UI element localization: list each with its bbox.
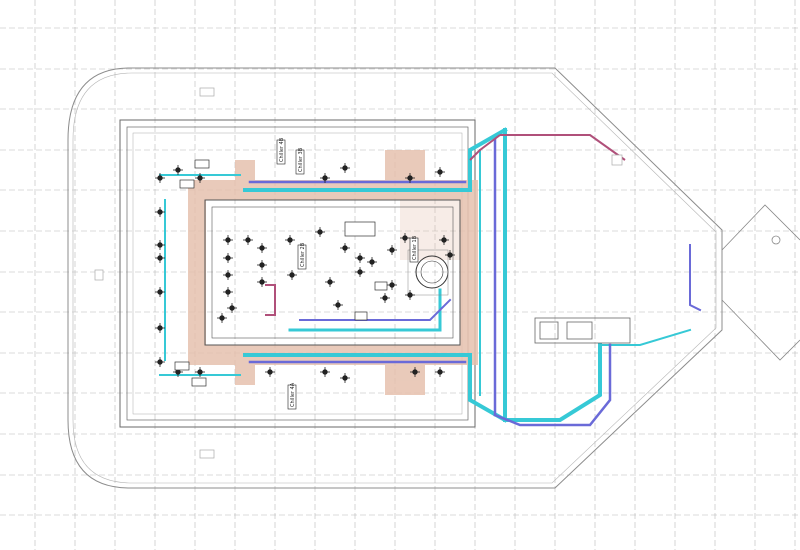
header-zones [188,150,478,395]
valve-node [223,235,233,245]
equipment-skid [534,317,631,344]
equipment-nodes [155,163,455,383]
inner-room-walls [204,199,461,346]
valve-node [340,373,350,383]
valve-node [405,290,415,300]
chilled-water-pipes [159,127,692,423]
valve-node [155,240,165,250]
valve-node [445,250,455,260]
valve-node [435,167,445,177]
equipment-tag-1: Chiller 4B [276,137,286,165]
valve-node [320,367,330,377]
valve-node [227,303,237,313]
valve-node [355,267,365,277]
equipment-tag-2: Chiller 3B [295,147,305,175]
tag-4-label: Chiller 1B [412,235,418,260]
outer-hull-inner-outline [72,72,717,484]
tank [407,249,449,296]
valve-node [223,287,233,297]
tag-3-label: Chiller 2B [300,242,306,267]
valve-node [287,270,297,280]
valve-node [155,357,165,367]
valve-node [257,243,267,253]
valve-node [257,260,267,270]
valve-node [173,165,183,175]
valve-node [173,367,183,377]
condenser-water-pipes [248,138,702,427]
tag-1-label: Chiller 4B [279,137,285,162]
valve-node [155,173,165,183]
tag-5-label: Chiller 4A [290,382,296,407]
valve-node [155,323,165,333]
valve-node [243,235,253,245]
valve-node [155,287,165,297]
valve-node [439,235,449,245]
valve-node [195,367,205,377]
valve-node [367,257,377,267]
valve-node [223,253,233,263]
outer-hull-outline [67,67,723,489]
valve-node [257,277,267,287]
valve-node [315,227,325,237]
valve-node [320,173,330,183]
valve-node [400,233,410,243]
valve-node [325,277,335,287]
valve-node [340,163,350,173]
valve-node [355,253,365,263]
valve-node [380,293,390,303]
valve-node [333,300,343,310]
valve-node [265,367,275,377]
valve-node [410,367,420,377]
equipment-tag-4: Chiller 1B [409,235,419,263]
equipment-tag-3: Chiller 2B [297,242,307,270]
valve-node [405,173,415,183]
tag-2-label: Chiller 3B [298,147,304,172]
return-pipes [265,134,626,316]
valve-node [435,367,445,377]
right-structure-lines [721,204,800,361]
valve-node [285,235,295,245]
valve-node [217,313,227,323]
pump-boxes [94,87,623,459]
valve-node [155,207,165,217]
equipment-tag-5: Chiller 4A [287,382,297,410]
valve-node [223,270,233,280]
valve-node [387,280,397,290]
valve-node [387,245,397,255]
valve-node [195,173,205,183]
valve-node [155,253,165,263]
valve-node [340,243,350,253]
